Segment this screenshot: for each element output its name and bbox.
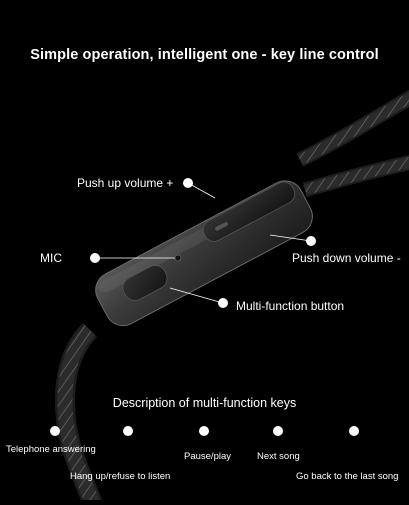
callout-dot-volume-up [183,178,193,188]
function-label-telephone-answering: Telephone answering [6,444,96,455]
function-label-pause-play: Pause/play [184,451,232,462]
function-dots [50,426,359,436]
callouts [95,182,312,304]
callout-dot-mic [90,253,100,263]
function-dot-5 [349,426,359,436]
cable-lower [55,322,104,505]
function-label-next-song: Next song [257,451,300,462]
page-title: Simple operation, intelligent one - key … [30,47,379,63]
function-label-last-song: Go back to the last song [296,471,399,482]
function-dot-3 [199,426,209,436]
mic-hole [174,254,182,262]
volume-rocker [202,181,296,242]
function-label-hang-up: Hang up/refuse to listen [70,471,171,482]
callout-dot-multi-function [218,298,228,308]
label-volume-up: Push up volume + [77,176,174,190]
function-dot-1 [50,426,60,436]
multi-function-button-graphic [122,265,168,301]
cable-upper [296,89,409,198]
label-volume-down: Push down volume - [292,251,401,265]
function-dot-2 [123,426,133,436]
callout-dot-volume-down [306,236,316,246]
label-mic: MIC [40,251,62,265]
callout-dots [90,178,316,308]
description-heading: Description of multi-function keys [112,396,297,410]
function-dot-4 [273,426,283,436]
label-multi-function: Multi-function button [236,299,345,313]
